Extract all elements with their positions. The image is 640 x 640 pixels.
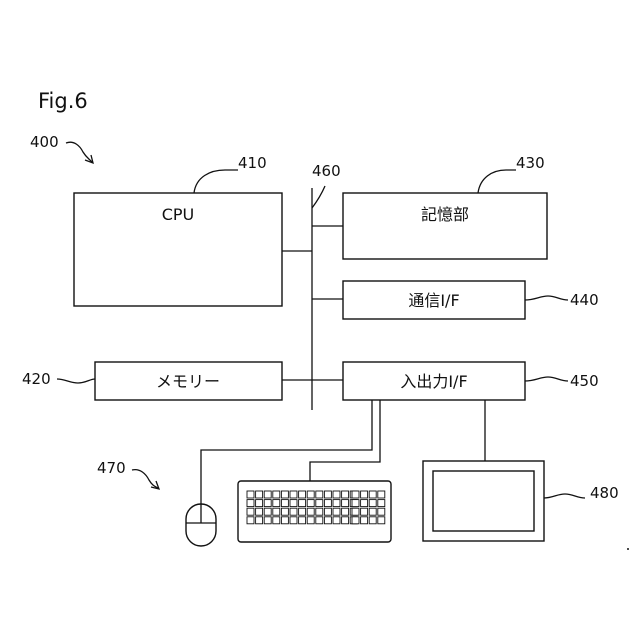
keyboard-key [333,491,340,498]
keyboard-key [256,508,263,515]
keyboard-key [361,491,368,498]
arrow-400 [66,142,93,163]
keyboard-key [281,491,288,498]
keyboard-key [316,500,323,507]
memory-leader [57,379,95,383]
keyboard-key [281,517,288,524]
stray-dot [627,548,629,550]
keyboard-key [333,500,340,507]
keyboard-key [378,500,385,507]
keyboard-key [324,517,331,524]
memory-label: メモリー [156,372,220,391]
keyboard-key [290,517,297,524]
io-if-leader [525,377,568,381]
keyboard-key [290,508,297,515]
keyboard-key [352,508,359,515]
storage-block [343,193,547,259]
ref-420: 420 [22,370,51,388]
ref-480: 480 [590,484,619,502]
keyboard-key [307,517,314,524]
keyboard-key [307,491,314,498]
keyboard-key [378,491,385,498]
keyboard-cable [310,400,380,481]
ref-440: 440 [570,291,599,309]
keyboard-key [256,500,263,507]
keyboard-key [307,500,314,507]
comm-if-label: 通信I/F [408,291,459,310]
keyboard-key [316,517,323,524]
keyboard-key [333,517,340,524]
keyboard-key [307,508,314,515]
keyboard-key [324,500,331,507]
storage-leader [478,170,516,193]
comm-if-leader [525,296,568,300]
keyboard-key [361,508,368,515]
display-icon [423,461,544,541]
keyboard-key [378,517,385,524]
figure-label: Fig.6 [38,89,88,113]
keyboard-key [342,508,349,515]
keyboard-key [247,500,254,507]
ref-470: 470 [97,459,126,477]
keyboard-key [273,517,280,524]
keyboard-key [273,500,280,507]
keyboard-key [281,500,288,507]
keyboard-key [369,500,376,507]
keyboard-key [324,491,331,498]
keyboard-key [361,500,368,507]
ref-400: 400 [30,133,59,151]
keyboard-key [369,508,376,515]
ref-430: 430 [516,154,545,172]
keyboard-key [264,500,271,507]
keyboard-key [256,491,263,498]
keyboard-icon [238,481,391,542]
keyboard-key [273,491,280,498]
keyboard-key [361,517,368,524]
keyboard-key [299,517,306,524]
display-leader [544,494,585,498]
keyboard-key [247,508,254,515]
ref-460: 460 [312,162,341,180]
mouse-icon [186,504,216,546]
keyboard-key [247,517,254,524]
keyboard-key [316,491,323,498]
keyboard-key [264,517,271,524]
keyboard-key [342,517,349,524]
keyboard-key [290,491,297,498]
keyboard-key [247,491,254,498]
keyboard-key [256,517,263,524]
keyboard-key [333,508,340,515]
keyboard-key [299,500,306,507]
keyboard-key [352,491,359,498]
keyboard-key [324,508,331,515]
keyboard-key [281,508,288,515]
keyboard-key [342,491,349,498]
storage-label: 記憶部 [421,205,469,224]
keyboard-key [299,491,306,498]
keyboard-key [352,517,359,524]
keyboard-key [264,508,271,515]
keyboard-key [290,500,297,507]
keyboard-key [316,508,323,515]
ref-450: 450 [570,372,599,390]
keyboard-key [299,508,306,515]
keyboard-key [342,500,349,507]
cpu-label: CPU [162,205,195,224]
keyboard-key [378,508,385,515]
ref-410: 410 [238,154,267,172]
keyboard-key [369,491,376,498]
keyboard-key [352,500,359,507]
keyboard-key [369,517,376,524]
keyboard-key [264,491,271,498]
io-if-label: 入出力I/F [400,372,467,391]
cpu-leader [194,170,238,193]
arrow-470 [132,470,159,489]
keyboard-key [273,508,280,515]
system-bus [312,186,325,410]
